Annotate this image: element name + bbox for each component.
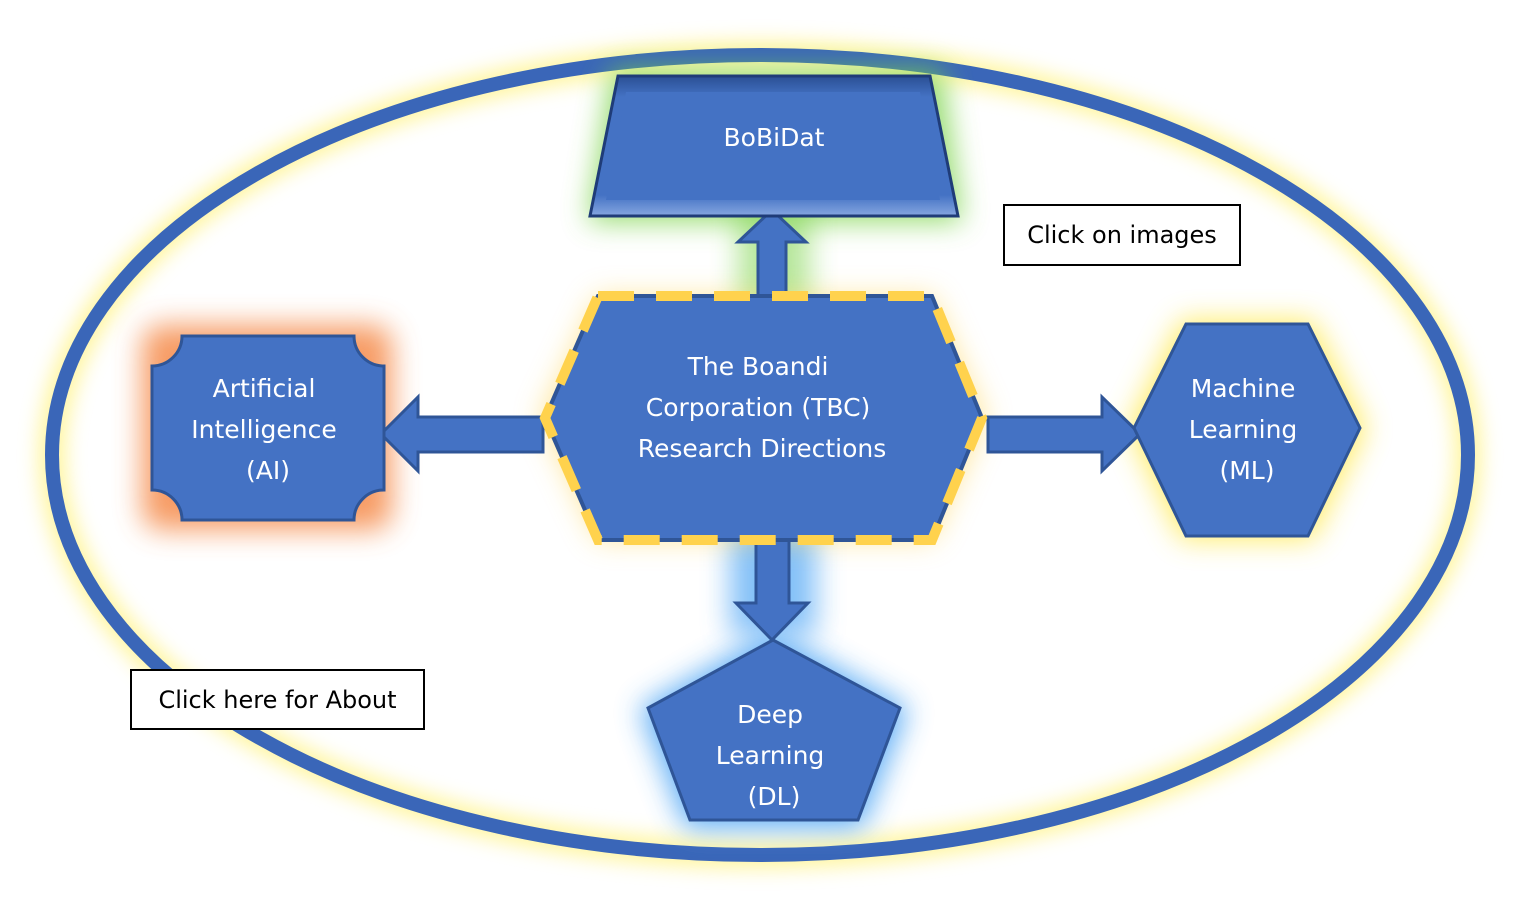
click-on-images-callout[interactable]: Click on images bbox=[1003, 204, 1241, 266]
center-node[interactable]: The Boandi Corporation (TBC) Research Di… bbox=[539, 291, 988, 545]
about-link-callout[interactable]: Click here for About bbox=[130, 669, 425, 730]
click-on-images-text: Click on images bbox=[1027, 221, 1217, 249]
ml-label: Machine Learning (ML) bbox=[1189, 374, 1306, 485]
arrow-down bbox=[732, 533, 812, 643]
about-link-text: Click here for About bbox=[158, 685, 397, 714]
dl-label: Deep Learning (DL) bbox=[716, 700, 833, 811]
ai-shape bbox=[150, 334, 386, 522]
bobidat-node[interactable]: BoBiDat bbox=[588, 74, 960, 218]
center-dashed-border bbox=[539, 291, 988, 545]
ai-label: Artificial Intelligence (AI) bbox=[191, 374, 344, 485]
dl-shape bbox=[646, 638, 902, 822]
bobidat-label: BoBiDat bbox=[724, 123, 825, 152]
ml-shape bbox=[1132, 322, 1362, 538]
outer-ellipse bbox=[45, 48, 1475, 862]
bobidat-face bbox=[606, 92, 940, 200]
ml-node[interactable]: Machine Learning (ML) bbox=[1132, 322, 1362, 538]
arrow-right bbox=[986, 393, 1143, 475]
arrow-left bbox=[378, 393, 545, 475]
arrow-up bbox=[734, 207, 810, 302]
center-label: The Boandi Corporation (TBC) Research Di… bbox=[638, 352, 887, 463]
ai-node[interactable]: Artificial Intelligence (AI) bbox=[150, 334, 386, 522]
dl-node[interactable]: Deep Learning (DL) bbox=[646, 638, 902, 822]
